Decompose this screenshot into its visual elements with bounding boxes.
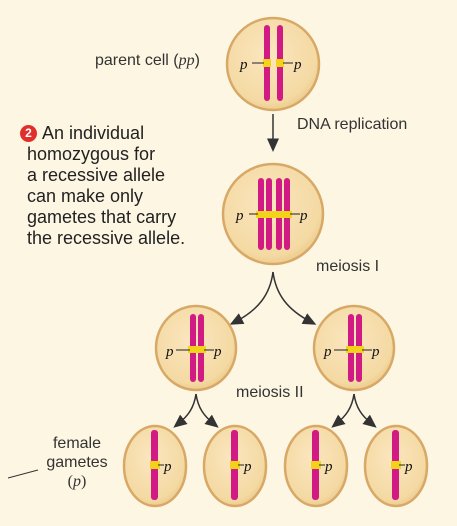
allele-label: p [371,344,380,360]
daughter-cell-right [312,304,396,392]
female-gametes-label: female gametes (p) [42,434,112,491]
allele-label: p [243,459,252,475]
meiosis-1-arrows [229,271,317,325]
gamete [283,424,349,508]
gamete [202,424,268,508]
meiosis-1-label: meiosis I [316,258,380,275]
meiosis-2-label: meiosis II [236,384,304,401]
note-line: gametes that carry [27,207,177,227]
allele-label: p [239,57,248,73]
female-gametes-line: female [52,435,102,452]
parent-cell-label: parent cell (pp) [95,52,200,69]
female-gametes-line: (p) [67,473,87,490]
allele-label: p [235,208,244,224]
gamete [363,424,429,508]
female-gametes-line: gametes [46,454,108,471]
note-line: homozygous for [27,144,156,164]
allele-label: p [163,459,172,475]
daughter-cell-left [154,304,238,392]
allele-label: p [404,459,413,475]
dna-replication-label: DNA replication [297,116,408,133]
allele-label: p [323,344,332,360]
allele-label: p [213,344,222,360]
step-number-badge: 2 [20,125,37,142]
note-line: a recessive allele [27,165,166,185]
meiosis-2-arrows [173,393,377,428]
note-line: the recessive allele. [27,228,186,248]
parent-cell [225,16,321,112]
gametes-leader-line [7,469,39,479]
note-line: can make only [27,186,144,206]
gamete [122,424,188,508]
replicated-cell [221,162,325,266]
allele-label: p [165,344,174,360]
allele-label: p [324,459,333,475]
note-line: An individual [42,123,145,143]
allele-label: p [299,208,308,224]
allele-label: p [293,57,302,73]
